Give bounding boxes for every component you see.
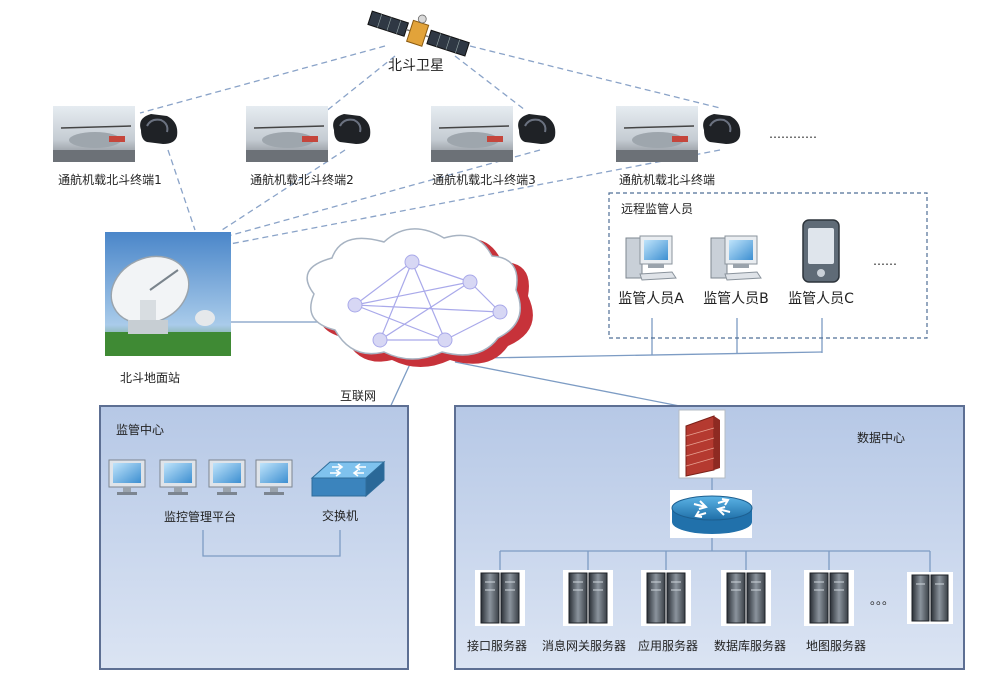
- internet-label: 互联网: [340, 389, 376, 403]
- monitor-icon: [255, 459, 293, 495]
- server-label: 接口服务器: [467, 638, 527, 653]
- server-icon: [641, 570, 691, 626]
- pc-icon: [710, 235, 762, 281]
- helicopter-icon: [246, 106, 328, 162]
- satellite-links: [139, 45, 721, 245]
- server-label: 消息网关服务器: [542, 638, 626, 653]
- terminal-device-icon: [333, 114, 371, 144]
- monitoring-platform-label: 监控管理平台: [164, 509, 236, 524]
- helicopter-icon: [53, 106, 135, 162]
- mobile-device-icon: [802, 219, 840, 283]
- switch-label: 交换机: [322, 508, 358, 523]
- supervisor-c-label: 监管人员C: [788, 291, 854, 307]
- server-bus: [499, 538, 931, 572]
- terminal-2: [246, 106, 371, 162]
- monitor-icon: [159, 459, 197, 495]
- supervision-center-title: 监管中心: [116, 422, 164, 437]
- terminal-label: 通航机载北斗终端: [619, 172, 715, 187]
- remote-supervisors-title: 远程监管人员: [621, 201, 693, 216]
- switch-icon: [310, 460, 386, 498]
- supervisor-b-label: 监管人员B: [703, 291, 769, 307]
- terminal-label: 通航机载北斗终端1: [58, 172, 162, 187]
- terminal-label: 通航机载北斗终端3: [432, 172, 536, 187]
- server-icon: [563, 570, 613, 626]
- server-icon: [907, 572, 953, 624]
- terminal-4: [616, 106, 741, 162]
- internet-cloud-icon: [306, 228, 533, 367]
- helicopter-icon: [431, 106, 513, 162]
- data-center-title: 数据中心: [857, 430, 905, 445]
- terminal-1: [53, 106, 178, 162]
- terminal-more: …………: [769, 127, 817, 141]
- terminal-device-icon: [518, 114, 556, 144]
- terminal-device-icon: [703, 114, 741, 144]
- monitor-icon: [108, 459, 146, 495]
- satellite-icon: [367, 10, 470, 57]
- terminal-label: 通航机载北斗终端2: [250, 172, 354, 187]
- helicopter-icon: [616, 106, 698, 162]
- supervision-center-panel: [99, 405, 409, 670]
- supervisor-a-label: 监管人员A: [618, 291, 684, 307]
- terminal-device-icon: [140, 114, 178, 144]
- terminal-3: [431, 106, 556, 162]
- router-icon: [670, 490, 753, 538]
- server-icon: [475, 570, 525, 626]
- satellite-label: 北斗卫星: [388, 58, 444, 74]
- server-icon: [721, 570, 771, 626]
- ground-station-icon: [105, 232, 231, 356]
- monitor-icon: [208, 459, 246, 495]
- server-label: 数据库服务器: [714, 638, 786, 653]
- pc-icon: [625, 235, 677, 281]
- firewall-icon: [678, 409, 726, 479]
- server-label: 地图服务器: [806, 638, 866, 653]
- server-more: 。。。: [870, 593, 894, 607]
- ground-station-label: 北斗地面站: [120, 371, 180, 385]
- server-icon: [804, 570, 854, 626]
- supervision-link: [202, 530, 341, 557]
- server-label: 应用服务器: [638, 638, 698, 653]
- supervisor-more: ……: [873, 254, 897, 268]
